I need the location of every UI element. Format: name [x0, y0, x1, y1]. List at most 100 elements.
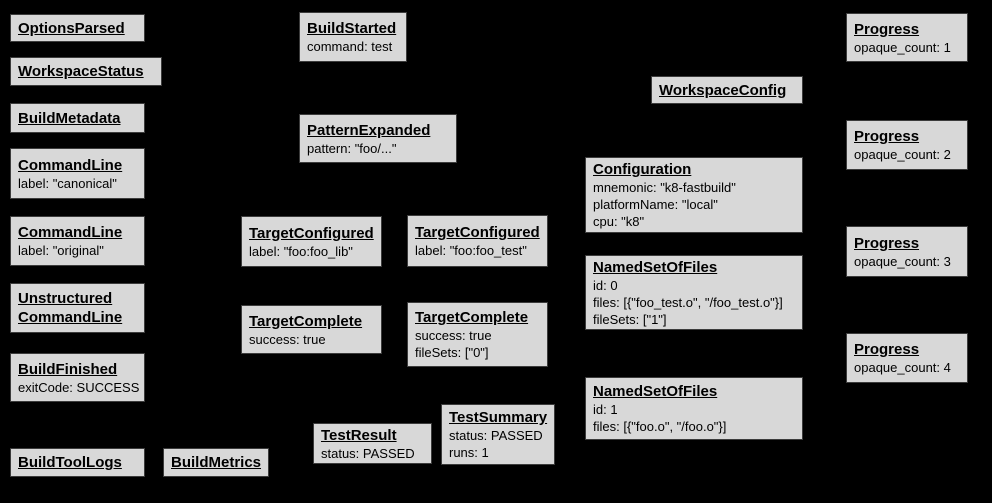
node-attributes: opaque_count: 4 [854, 359, 960, 376]
node-attributes: command: test [307, 38, 399, 55]
node-title-line: WorkspaceStatus [18, 63, 144, 80]
node-attribute: mnemonic: "k8-fastbuild" [593, 180, 736, 195]
node-title-line: CommandLine [18, 309, 123, 326]
event-node-build-finished: BuildFinished exitCode: SUCCESS [10, 353, 145, 402]
node-title-line: BuildToolLogs [18, 454, 122, 471]
node-attributes: label: "canonical" [18, 175, 137, 192]
node-title-line: TargetComplete [249, 312, 363, 330]
event-node-progress-3: Progress opaque_count: 3 [846, 226, 968, 277]
event-node-target-complete-lib: TargetComplete success: true [241, 305, 382, 354]
node-title: TestResult [321, 426, 424, 445]
node-attribute: command: test [307, 39, 393, 54]
node-attribute: label: "original" [18, 243, 104, 258]
node-title: TargetConfigured [415, 223, 540, 242]
node-attribute: cpu: "k8" [593, 214, 645, 229]
node-attribute: status: PASSED [321, 445, 415, 461]
node-title: BuildMetrics [171, 453, 261, 472]
node-attribute: success: true [249, 331, 326, 347]
node-attribute: platformName: "local" [593, 197, 718, 212]
node-attribute: opaque_count: 3 [854, 253, 951, 269]
node-attribute: pattern: "foo/..." [307, 140, 397, 156]
node-title-line: TestSummary [449, 409, 548, 426]
node-title-line: BuildMetadata [18, 109, 121, 127]
node-attribute: files: [{"foo.o", "/foo.o"}] [593, 419, 727, 434]
event-node-build-tool-logs: BuildToolLogs [10, 448, 145, 477]
node-attribute: status: PASSED [449, 428, 543, 443]
node-attributes: status: PASSED [321, 445, 424, 462]
event-node-test-result: TestResult status: PASSED [313, 423, 432, 464]
node-title-line: BuildStarted [307, 20, 397, 37]
node-title-line: NamedSetOfFiles [593, 383, 718, 400]
node-title: NamedSetOfFiles [593, 382, 795, 401]
node-title: WorkspaceConfig [659, 81, 795, 100]
node-title: BuildStarted [307, 19, 399, 38]
node-title: PatternExpanded [307, 121, 449, 140]
node-title: Progress [854, 234, 960, 253]
node-attributes: exitCode: SUCCESS [18, 379, 140, 396]
event-node-command-line-canonical: CommandLine label: "canonical" [10, 148, 145, 199]
event-node-build-metrics: BuildMetrics [163, 448, 269, 477]
node-attributes: mnemonic: "k8-fastbuild" platformName: "l… [593, 179, 795, 230]
event-node-target-configured-foo-lib: TargetConfigured label: "foo:foo_lib" [241, 216, 382, 267]
node-title: NamedSetOfFiles [593, 258, 795, 277]
node-attributes: label: "foo:foo_lib" [249, 243, 374, 260]
node-title-line: PatternExpanded [307, 121, 431, 139]
node-title-line: Unstructured [18, 290, 113, 307]
event-node-progress-4: Progress opaque_count: 4 [846, 333, 968, 383]
node-title-line: Progress [854, 234, 920, 252]
node-attribute: label: "canonical" [18, 175, 117, 191]
node-title-line: CommandLine [18, 156, 123, 174]
event-node-progress-2: Progress opaque_count: 2 [846, 120, 968, 170]
node-title: TargetConfigured [249, 224, 374, 243]
node-attribute: success: true [415, 328, 492, 343]
node-attributes: label: "foo:foo_test" [415, 242, 540, 259]
node-attribute: opaque_count: 1 [854, 39, 951, 55]
node-title-line: TargetConfigured [249, 224, 374, 242]
node-title-line: Progress [854, 341, 920, 358]
node-attribute: opaque_count: 4 [854, 360, 951, 375]
node-attribute: opaque_count: 2 [854, 147, 951, 162]
node-attribute: files: [{"foo_test.o", "/foo_test.o"}] [593, 294, 783, 310]
node-attributes: opaque_count: 2 [854, 146, 960, 163]
node-title: Progress [854, 20, 960, 39]
node-title-line: Progress [854, 20, 920, 38]
event-node-workspace-config: WorkspaceConfig [651, 76, 803, 104]
node-title-line: Configuration [593, 161, 692, 178]
node-attributes: label: "original" [18, 242, 137, 259]
node-title: BuildFinished [18, 360, 137, 379]
node-title: TestSummary [449, 408, 547, 427]
event-node-target-configured-foo-test: TargetConfigured label: "foo:foo_test" [407, 215, 548, 267]
node-title-line: BuildFinished [18, 360, 118, 378]
event-node-workspace-status: WorkspaceStatus [10, 57, 162, 86]
node-title: TargetComplete [415, 308, 540, 327]
node-title-line: BuildMetrics [171, 454, 262, 471]
node-attributes: pattern: "foo/..." [307, 140, 449, 157]
node-attribute: runs: 1 [449, 445, 489, 460]
node-title: CommandLine [18, 156, 137, 175]
node-title: Progress [854, 127, 960, 146]
event-node-pattern-expanded: PatternExpanded pattern: "foo/..." [299, 114, 457, 163]
node-title: WorkspaceStatus [18, 62, 154, 81]
event-node-configuration: Configuration mnemonic: "k8-fastbuild" pl… [585, 157, 803, 233]
node-title-line: WorkspaceConfig [659, 81, 787, 99]
node-attribute: id: 0 [593, 277, 618, 293]
event-node-progress-1: Progress opaque_count: 1 [846, 13, 968, 62]
node-attribute: fileSets: ["1"] [593, 311, 667, 327]
event-node-named-set-of-files-1: NamedSetOfFiles id: 1 files: [{"foo.o", "… [585, 377, 803, 440]
event-node-options-parsed: OptionsParsed [10, 14, 145, 42]
node-title-line: CommandLine [18, 224, 123, 241]
node-title-line: TestResult [321, 426, 397, 444]
node-attributes: success: true [249, 331, 374, 348]
node-title: BuildMetadata [18, 109, 137, 128]
node-title: OptionsParsed [18, 19, 137, 38]
node-attribute: id: 1 [593, 402, 618, 417]
node-title-line: NamedSetOfFiles [593, 258, 718, 276]
node-title-line: TargetComplete [415, 309, 529, 326]
node-attribute: exitCode: SUCCESS [18, 379, 140, 395]
node-title: BuildToolLogs [18, 453, 137, 472]
node-title: TargetComplete [249, 312, 374, 331]
